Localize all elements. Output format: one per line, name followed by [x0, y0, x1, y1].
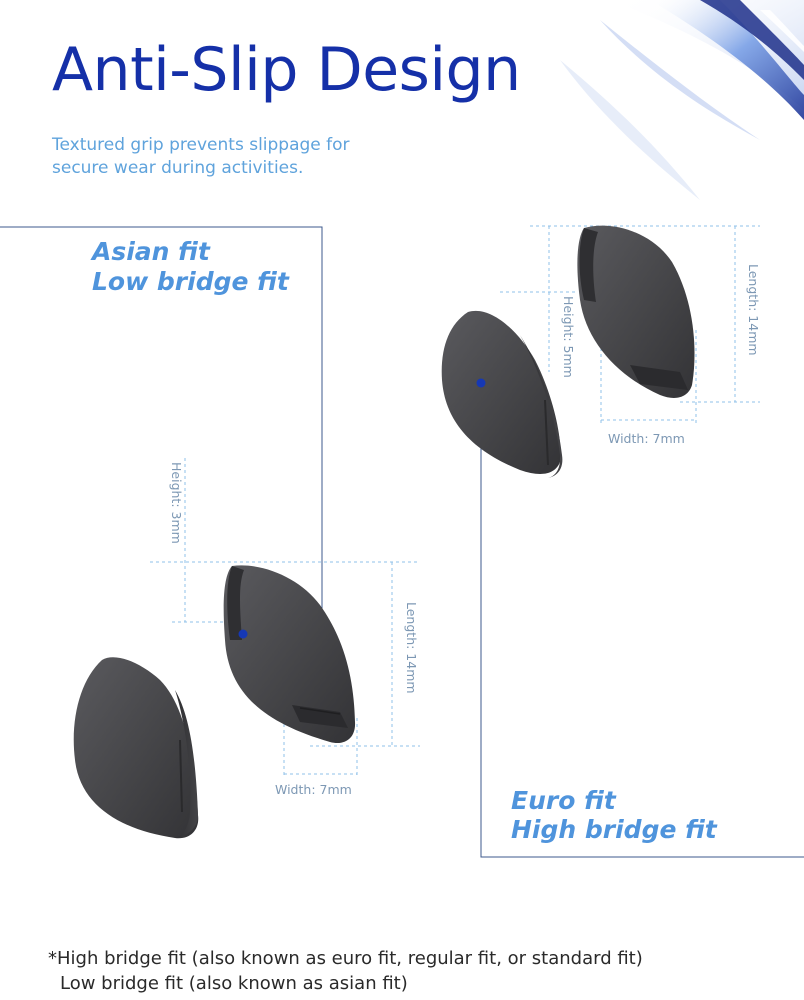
euro-width-label: Width: 7mm: [608, 431, 685, 446]
euro-pad-front: [441, 310, 563, 478]
asian-length-label: Length: 14mm: [404, 602, 419, 694]
footnote-line-2: Low bridge fit (also known as asian fit): [60, 973, 408, 994]
subtitle-line-1: Textured grip prevents slippage for: [52, 135, 350, 155]
asian-pad-front: [73, 657, 199, 839]
page-title: Anti-Slip Design: [52, 35, 521, 105]
asian-fit-label: Asian fit: [92, 237, 210, 266]
decorative-swoosh: [560, 0, 804, 200]
euro-height-label: Height: 5mm: [561, 296, 576, 378]
asian-marker-dot: [238, 629, 248, 639]
euro-length-label: Length: 14mm: [746, 264, 761, 356]
asian-dimension-lines: [150, 458, 420, 778]
footnote-line-1: *High bridge fit (also known as euro fit…: [48, 948, 643, 969]
asian-height-label: Height: 3mm: [169, 462, 184, 544]
asian-width-label: Width: 7mm: [275, 782, 352, 797]
euro-marker-dot: [476, 378, 486, 388]
high-bridge-fit-label: High bridge fit: [511, 815, 717, 844]
euro-dimension-lines: [500, 225, 760, 425]
asian-pad-rear: [223, 565, 356, 744]
euro-fit-label: Euro fit: [511, 786, 616, 815]
low-bridge-fit-label: Low bridge fit: [92, 267, 289, 296]
euro-pad-rear: [577, 225, 695, 398]
subtitle-line-2: secure wear during activities.: [52, 158, 304, 178]
